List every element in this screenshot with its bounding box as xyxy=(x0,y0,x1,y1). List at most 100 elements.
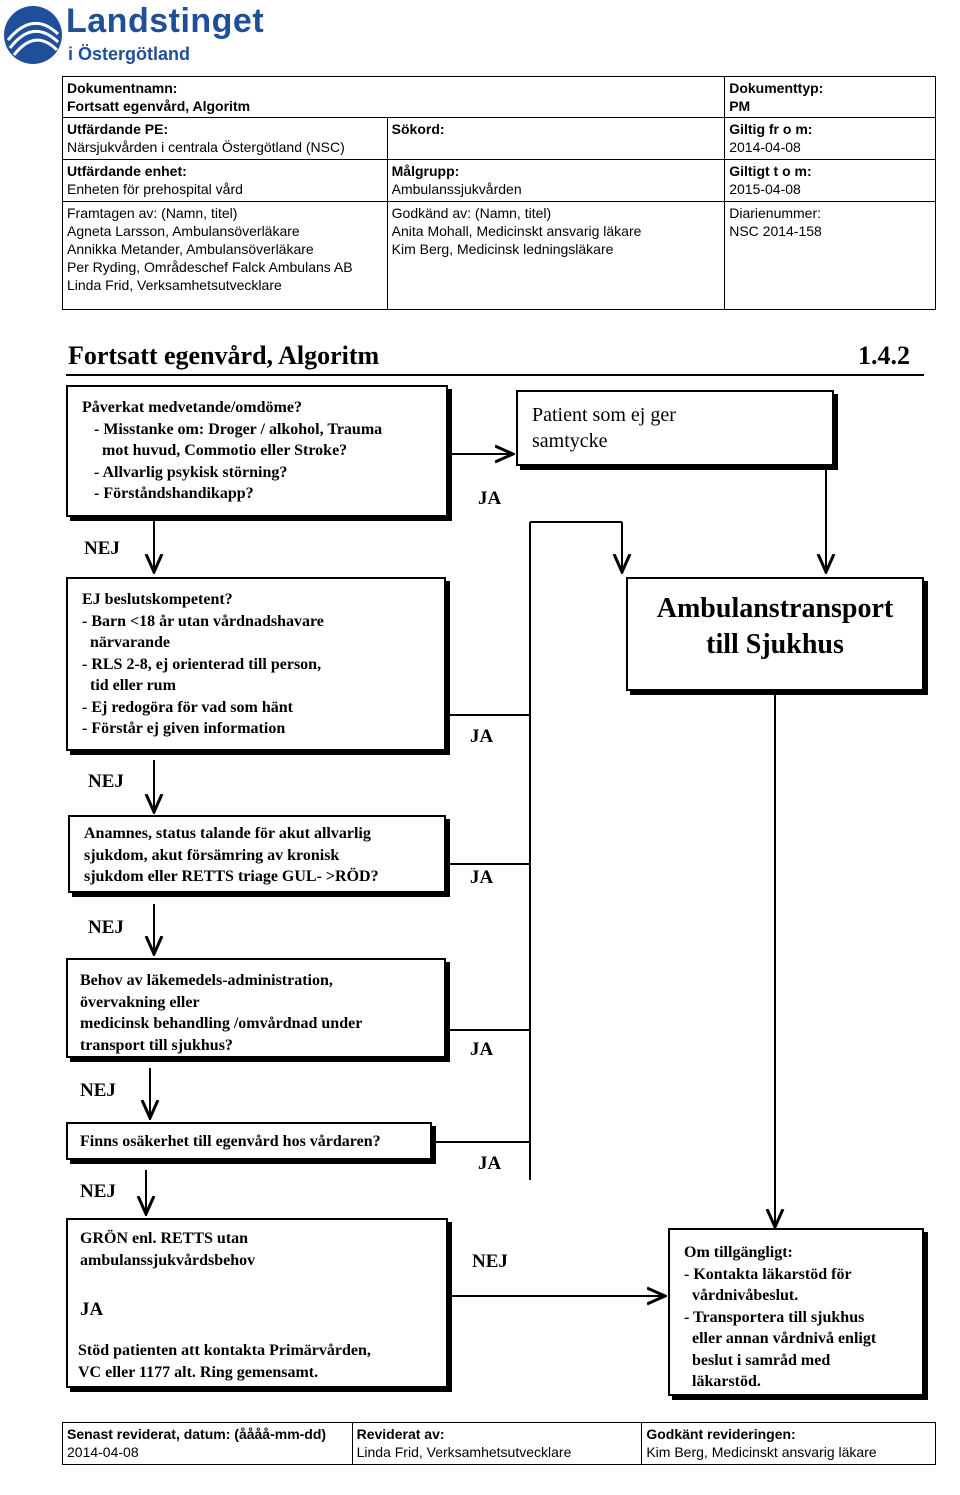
support-primary-care-text: Stöd patienten att kontakta Primärvården… xyxy=(78,1340,371,1383)
label-nej: NEJ xyxy=(88,771,124,792)
revision-footer-table: Senast reviderat, datum: (åååå-mm-dd) 20… xyxy=(62,1422,936,1465)
label-nej: NEJ xyxy=(84,538,120,559)
developed-by-name: Agneta Larsson, Ambulansöverläkare xyxy=(67,223,300,239)
label-nej: NEJ xyxy=(88,917,124,938)
q5-line: Finns osäkerhet till egenvård hos vårdar… xyxy=(80,1133,381,1150)
doc-type-value: PM xyxy=(729,98,751,114)
document-header-table: Dokumentnamn: Fortsatt egenvård, Algorit… xyxy=(61,76,936,310)
label-ja: JA xyxy=(478,1153,502,1174)
label-ja: JA xyxy=(470,1039,494,1060)
approved-revision-label: Godkänt revideringen: xyxy=(646,1426,796,1442)
issuing-unit-label: Utfärdande enhet: xyxy=(67,163,187,179)
issuing-pe-value: Närsjukvården i centrala Östergötland (N… xyxy=(67,139,345,155)
label-ja: JA xyxy=(80,1299,104,1320)
target-group-value: Ambulanssjukvården xyxy=(391,181,522,197)
support-line: Stöd patienten att kontakta Primärvården… xyxy=(78,1342,371,1359)
valid-to-label: Giltigt t o m: xyxy=(729,163,812,179)
q3-line: Anamnes, status talande för akut allvarl… xyxy=(84,825,371,842)
approved-by-cell: Godkänd av: (Namn, titel) Anita Mohall, … xyxy=(386,201,726,310)
approved-revision-cell: Godkänt revideringen: Kim Berg, Medicins… xyxy=(641,1422,936,1465)
question-box-self-care-uncertainty: Finns osäkerhet till egenvård hos vårdar… xyxy=(66,1122,432,1160)
page-title: Fortsatt egenvård, Algoritm xyxy=(68,341,380,370)
question-box-decision-capacity: EJ beslutskompetent? - Barn <18 år utan … xyxy=(66,577,446,751)
label-nej: NEJ xyxy=(80,1080,116,1101)
issuing-pe-label: Utfärdande PE: xyxy=(67,121,169,137)
q1-line: Påverkat medvetande/omdöme? xyxy=(82,399,302,416)
ambulance-line: Ambulanstransport xyxy=(656,593,894,624)
if-available-line: Om tillgängligt: xyxy=(684,1244,793,1261)
approved-by-name: Kim Berg, Medicinsk ledningsläkare xyxy=(391,241,614,257)
registry-cell: Diarienummer: NSC 2014-158 xyxy=(724,201,936,310)
no-consent-line: Patient som ej ger xyxy=(532,404,676,426)
valid-to-cell: Giltigt t o m: 2015-04-08 xyxy=(724,159,936,202)
q6-line: ambulanssjukvårdsbehov xyxy=(80,1251,256,1269)
if-available-box: Om tillgängligt: - Kontakta läkarstöd fö… xyxy=(668,1228,924,1396)
keywords-label: Sökord: xyxy=(391,121,445,137)
revised-by-label: Reviderat av: xyxy=(356,1426,445,1442)
issuing-unit-value: Enheten för prehospital vård xyxy=(67,181,243,197)
target-group-cell: Målgrupp: Ambulanssjukvården xyxy=(386,159,726,202)
developed-by-cell: Framtagen av: (Namn, titel) Agneta Larss… xyxy=(62,201,388,310)
revised-date-label: Senast reviderat, datum: (åååå-mm-dd) xyxy=(67,1426,327,1442)
q2-line: EJ beslutskompetent? xyxy=(82,591,233,608)
title-number: 1.4.2 xyxy=(858,341,910,370)
valid-from-label: Giltig fr o m: xyxy=(729,121,813,137)
q2-line: - Förstår ej given information xyxy=(82,720,286,737)
green-retts-box: GRÖN enl. RETTS utan ambulanssjukvårdsbe… xyxy=(66,1218,448,1388)
label-nej: NEJ xyxy=(472,1251,508,1272)
keywords-cell: Sökord: xyxy=(386,117,726,160)
question-box-medication-needs: Behov av läkemedels-administration, över… xyxy=(66,958,446,1058)
target-group-label: Målgrupp: xyxy=(391,163,460,179)
q1-line: - Allvarlig psykisk störning? xyxy=(94,463,288,481)
revised-date-cell: Senast reviderat, datum: (åååå-mm-dd) 20… xyxy=(62,1422,353,1465)
developed-by-name: Annikka Metander, Ambulansöverläkare xyxy=(67,241,314,257)
valid-from-cell: Giltig fr o m: 2014-04-08 xyxy=(724,117,936,160)
approved-by-label: Godkänd av: (Namn, titel) xyxy=(391,205,552,221)
developed-by-name: Per Ryding, Områdeschef Falck Ambulans A… xyxy=(67,259,353,275)
valid-from-value: 2014-04-08 xyxy=(729,139,801,155)
q1-line: mot huvud, Commotio eller Stroke? xyxy=(94,442,348,459)
question-box-impaired-consciousness: Påverkat medvetande/omdöme? - Misstanke … xyxy=(66,385,448,517)
label-ja: JA xyxy=(470,867,494,888)
logo-name: Landstinget xyxy=(66,2,265,40)
no-consent-line: samtycke xyxy=(532,430,608,452)
question-box-acute-illness: Anamnes, status talande för akut allvarl… xyxy=(68,815,446,893)
if-available-line: beslut i samråd med xyxy=(684,1351,831,1369)
logo-emblem-icon xyxy=(4,6,62,64)
if-available-line: läkarstöd. xyxy=(684,1373,761,1390)
revised-by-value: Linda Frid, Verksamhetsutvecklare xyxy=(356,1444,572,1460)
ambulance-transport-box: Ambulanstransport till Sjukhus xyxy=(626,577,924,691)
doc-type-label: Dokumenttyp: xyxy=(729,80,824,96)
q4-line: Behov av läkemedels-administration, xyxy=(80,972,333,989)
title-underline xyxy=(66,374,924,376)
if-available-line: vårdnivåbeslut. xyxy=(684,1287,799,1304)
if-available-line: - Transportera till sjukhus xyxy=(684,1308,865,1326)
support-line: VC eller 1177 alt. Ring gemensamt. xyxy=(78,1363,319,1381)
issuing-pe-cell: Utfärdande PE: Närsjukvården i centrala … xyxy=(62,117,388,160)
doc-type-cell: Dokumenttyp: PM xyxy=(724,76,936,118)
logo-subname: i Östergötland xyxy=(68,44,191,64)
doc-name-label: Dokumentnamn: xyxy=(67,80,178,96)
approved-revision-value: Kim Berg, Medicinskt ansvarig läkare xyxy=(646,1444,877,1460)
q1-line: - Förståndshandikapp? xyxy=(94,485,254,502)
q2-line: tid eller rum xyxy=(82,677,176,694)
approved-by-name: Anita Mohall, Medicinskt ansvarig läkare xyxy=(391,223,642,239)
q2-line: - Ej redogöra för vad som hänt xyxy=(82,698,293,716)
q1-line: - Misstanke om: Droger / alkohol, Trauma xyxy=(94,420,383,438)
doc-name-value: Fortsatt egenvård, Algoritm xyxy=(67,98,251,114)
label-ja: JA xyxy=(478,488,502,509)
label-nej: NEJ xyxy=(80,1181,116,1202)
label-ja: JA xyxy=(470,726,494,747)
q6-line: GRÖN enl. RETTS utan xyxy=(80,1230,249,1247)
q4-line: övervakning eller xyxy=(80,993,200,1011)
q4-line: medicinsk behandling /omvårdnad under xyxy=(80,1015,363,1032)
q2-line: - RLS 2-8, ej orienterad till person, xyxy=(82,655,322,673)
registry-label: Diarienummer: xyxy=(729,205,822,221)
q3-line: sjukdom eller RETTS triage GUL- >RÖD? xyxy=(84,868,379,885)
if-available-line: eller annan vårdnivå enligt xyxy=(684,1330,877,1347)
valid-to-value: 2015-04-08 xyxy=(729,181,801,197)
if-available-line: - Kontakta läkarstöd för xyxy=(684,1265,852,1283)
developed-by-label: Framtagen av: (Namn, titel) xyxy=(67,205,238,221)
ambulance-line: till Sjukhus xyxy=(706,629,844,660)
